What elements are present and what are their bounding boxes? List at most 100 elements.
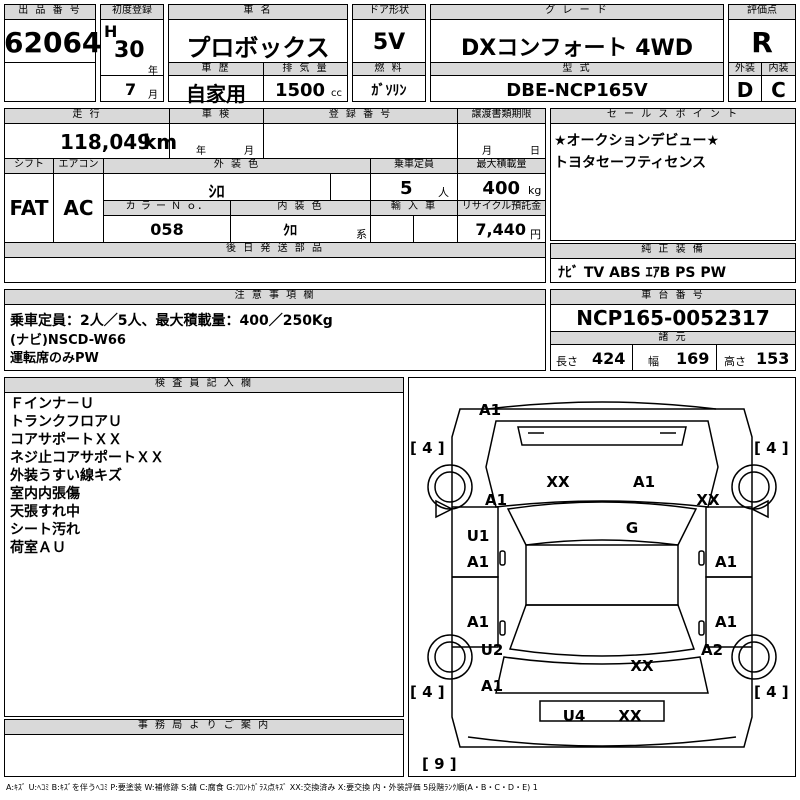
mark-roof-g: G	[626, 519, 638, 537]
car-damage-diagram: A1 XX A1 A1 XX U1 G A1 A1 A1 A1 U2 A2 XX…	[410, 401, 789, 773]
hood-outline	[485, 420, 719, 508]
transfer-month-unit: 月	[482, 146, 492, 157]
mark-left-fender-a1: A1	[485, 491, 507, 509]
specs-label: 諸 元	[550, 331, 796, 345]
wheel-rear-right	[731, 634, 777, 680]
registration-month: 7	[125, 80, 137, 99]
chassis-number: NCP165-0052317	[576, 306, 770, 330]
height-label: 高さ	[724, 355, 746, 368]
fuel-label: 燃 料	[352, 62, 426, 76]
mark-left-rear-door-a1: A1	[467, 613, 489, 631]
tailgate-outline	[495, 656, 709, 694]
office-label: 事 務 局 よ り ご 案 内	[4, 719, 404, 735]
exterior-color-label: 外 装 色	[103, 158, 371, 174]
mark-rear-xx: XX	[618, 707, 642, 725]
wheel-rear-left	[427, 634, 473, 680]
era: H	[104, 22, 118, 41]
recycle-fee: 7,440	[475, 220, 526, 239]
mark-front-a1: A1	[479, 401, 501, 419]
inspection-label: 車 検	[169, 108, 264, 124]
mark-rear-u4: U4	[563, 707, 586, 725]
lot-number-label: 出 品 番 号	[4, 4, 96, 20]
roof-outline	[525, 544, 679, 606]
transfer-day-unit: 日	[530, 146, 540, 157]
sales-point-line-1: ★オークションデビュー★	[554, 133, 720, 149]
inspector-note: 外装うすい線キズ	[10, 468, 122, 484]
capacity: 5	[400, 178, 413, 199]
length-label: 長さ	[556, 355, 578, 368]
damage-code-legend: A:ｷｽﾞ U:ﾍｺﾐ B:ｷｽﾞを伴うﾍｺﾐ P:要塗装 W:補修跡 S:錆 …	[6, 783, 538, 792]
exterior-score-label: 外装	[728, 62, 762, 76]
color-number-label: カ ラ ー Ｎ ｏ．	[103, 200, 231, 216]
mark-right-rear-door-a1: A1	[715, 613, 737, 631]
displacement-label: 排 気 量	[263, 62, 348, 76]
inspector-note: 天張すれ中	[10, 504, 80, 520]
mark-left-front-door-a1: A1	[467, 553, 489, 571]
mileage-unit: km	[143, 130, 178, 154]
year-unit: 年	[148, 66, 158, 77]
tire-mark-rear-right: [ 4 ]	[754, 683, 789, 701]
air-conditioner: AC	[63, 196, 94, 220]
length: 424	[592, 349, 626, 368]
interior-score: C	[771, 78, 786, 102]
displacement: 1500	[274, 80, 326, 101]
wheel-front-right	[731, 464, 777, 510]
rear-glass-outline	[508, 604, 696, 657]
front-bumper-outline	[487, 401, 717, 410]
car-name-label: 車 名	[168, 4, 348, 20]
mileage: 118,049	[60, 130, 152, 154]
door-label: ドア形状	[352, 4, 426, 20]
mark-left-rear-a1: A1	[481, 677, 503, 695]
inspector-note: トランクフロアＵ	[10, 414, 122, 430]
interior-color-unit: 系	[356, 228, 367, 241]
mileage-label: 走 行	[4, 108, 170, 124]
mark-right-fender-xx: XX	[696, 491, 720, 509]
mark-left-quarter-u2: U2	[481, 641, 504, 659]
fuel: ｶﾞｿﾘﾝ	[371, 83, 407, 99]
inspector-note: Ｆインナ－Ｕ	[10, 396, 94, 412]
inspector-note: 荷室ＡＵ	[10, 540, 66, 556]
sales-point-label: セ ー ル ス ポ イ ン ト	[550, 108, 796, 124]
history-label: 車 歴	[168, 62, 264, 76]
interior-score-label: 内装	[761, 62, 796, 76]
displacement-unit: cc	[331, 88, 342, 99]
wheel-front-left	[427, 464, 473, 510]
inspector-note: ネジ止コアサポートＸＸ	[10, 450, 164, 466]
mark-right-front-door-a1: A1	[715, 553, 737, 571]
tire-mark-rear-left: [ 4 ]	[410, 683, 445, 701]
registration-year: 30	[114, 38, 145, 63]
grade: DXコンフォート 4WD	[460, 36, 694, 61]
tire-mark-spare: [ 9 ]	[422, 755, 457, 773]
interior-color-label: 内 装 色	[230, 200, 371, 216]
notes-line-2: (ナビ)NSCD-W66	[10, 333, 126, 348]
car-body-outline	[451, 408, 753, 748]
rear-plate-outline	[539, 700, 665, 722]
interior-color: ｸﾛ	[283, 223, 297, 239]
max-load-label: 最大積載量	[457, 158, 546, 174]
max-load-unit: kg	[528, 184, 542, 197]
max-load: 400	[482, 178, 520, 199]
equipment-label: 純 正 装 備	[550, 243, 796, 259]
equipment-list: ﾅﾋﾞ TV ABS ｴｱB PS PW	[558, 265, 727, 281]
mark-right-quarter-a2: A2	[701, 641, 723, 659]
grade-label: グ レ ー ド	[430, 4, 724, 20]
inspection-year-unit: 年	[196, 146, 206, 157]
exterior-color: ｼﾛ	[208, 182, 225, 201]
ac-label: エアコン	[53, 158, 104, 174]
registration-number-label: 登 録 番 号	[263, 108, 458, 124]
color-number: 058	[150, 220, 184, 239]
left-rear-door-outline	[452, 576, 499, 648]
model-label: 型 式	[430, 62, 724, 76]
sales-point-line-2: トヨタセーフティセンス	[554, 155, 707, 171]
sales-point-box	[550, 108, 796, 241]
score-label: 評価点	[728, 4, 796, 20]
windshield-outline	[506, 501, 698, 546]
notes-line-3: 運転席のみPW	[10, 351, 99, 366]
inspector-note: コアサポートＸＸ	[10, 432, 122, 448]
first-registration-label: 初度登録	[100, 4, 164, 20]
notes-label: 注 意 事 項 欄	[4, 289, 546, 305]
grille-outline	[517, 426, 687, 446]
model-code: DBE-NCP165V	[506, 80, 648, 101]
car-history: 自家用	[186, 82, 246, 106]
mark-left-front-door-u1: U1	[467, 527, 490, 545]
